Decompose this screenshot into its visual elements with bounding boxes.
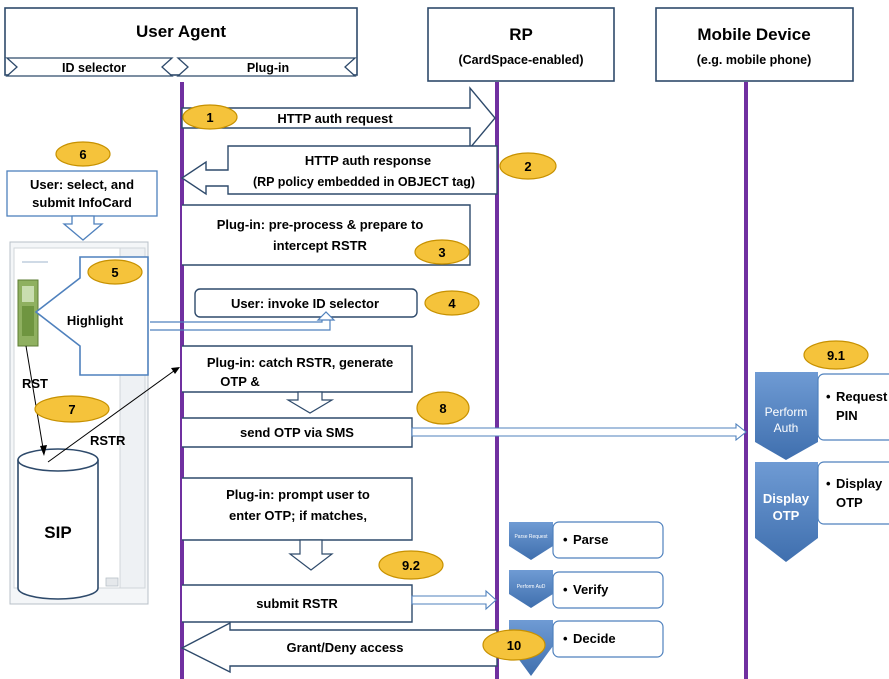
catch-rstr-line1: Plug-in: catch RSTR, generate xyxy=(207,355,393,370)
rstr-label: RSTR xyxy=(90,433,126,448)
rp-action-verify: • Verify xyxy=(552,571,664,609)
prompt-line1: Plug-in: prompt user to xyxy=(226,487,370,502)
sip-label: SIP xyxy=(44,523,71,542)
rst-arrow xyxy=(25,345,47,456)
svg-text:•: • xyxy=(826,389,831,404)
http-auth-request-label: HTTP auth request xyxy=(277,111,393,126)
catch-rstr-line2: OTP & xyxy=(220,374,260,389)
parse-tag: Parse Request xyxy=(514,534,548,540)
id-selector-tab xyxy=(5,57,174,77)
svg-text:•: • xyxy=(563,631,568,646)
rp-action-decide: • Decide xyxy=(552,620,664,658)
svg-text:9.1: 9.1 xyxy=(827,348,845,363)
step-badge-3: 3 xyxy=(414,239,470,265)
step-badge-1: 1 xyxy=(182,104,238,130)
mobile-subtitle: (e.g. mobile phone) xyxy=(697,53,812,67)
down-arrow-icon xyxy=(285,391,335,414)
http-auth-response-label: HTTP auth response xyxy=(305,153,431,168)
select-infocard-callout: User: select, and submit InfoCard xyxy=(6,170,158,241)
step-badge-9-1: 9.1 xyxy=(803,340,869,370)
svg-text:5: 5 xyxy=(111,265,118,280)
svg-text:•: • xyxy=(563,532,568,547)
plugin-label: Plug-in xyxy=(247,61,289,75)
prompt-line2: enter OTP; if matches, xyxy=(229,508,367,523)
svg-text:•: • xyxy=(826,476,831,491)
perform-label-1: Perform xyxy=(765,405,808,419)
step-badges: 1 2 3 4 5 6 7 8 xyxy=(34,104,869,661)
verify-label: Verify xyxy=(573,582,609,597)
mobile-device-header: Mobile Device (e.g. mobile phone) xyxy=(655,7,854,82)
prompt-otp-box: Plug-in: prompt user to enter OTP; if ma… xyxy=(182,477,413,571)
sms-arrow xyxy=(411,422,747,442)
select-infocard-line2: submit InfoCard xyxy=(32,195,132,210)
grant-deny-label: Grant/Deny access xyxy=(286,640,403,655)
step-badge-4: 4 xyxy=(424,290,480,316)
step-badge-2: 2 xyxy=(499,152,557,180)
svg-text:7: 7 xyxy=(68,402,75,417)
submit-to-rp-arrow xyxy=(411,589,497,611)
submit-rstr-box: submit RSTR xyxy=(182,584,413,623)
svg-text:1: 1 xyxy=(206,110,213,125)
svg-text:10: 10 xyxy=(507,638,521,653)
send-otp-label: send OTP via SMS xyxy=(240,425,354,440)
catch-rstr-box: Plug-in: catch RSTR, generate OTP & xyxy=(182,345,413,414)
id-selector-label: ID selector xyxy=(62,61,126,75)
select-infocard-line1: User: select, and xyxy=(30,177,134,192)
rp-subtitle: (CardSpace-enabled) xyxy=(458,53,583,67)
svg-text:6: 6 xyxy=(79,147,86,162)
sip-cylinder: SIP xyxy=(17,448,99,600)
highlight-arrow: Highlight xyxy=(34,256,149,376)
mobile-display-otp-box: • Display OTP xyxy=(817,461,889,525)
decide-label: Decide xyxy=(573,631,616,646)
http-auth-request-arrow: HTTP auth request xyxy=(181,86,496,150)
mobile-request-pin-box: • Request PIN xyxy=(817,373,889,441)
step-badge-6: 6 xyxy=(55,141,111,167)
invoke-selector-connector xyxy=(150,311,336,331)
highlight-label: Highlight xyxy=(67,313,124,328)
mobile-title: Mobile Device xyxy=(697,25,810,44)
display-otp-line1: Display xyxy=(836,476,883,491)
preprocess-box: Plug-in: pre-process & prepare to interc… xyxy=(182,204,471,266)
display-label-2: OTP xyxy=(773,508,800,523)
parse-label: Parse xyxy=(573,532,608,547)
preprocess-line1: Plug-in: pre-process & prepare to xyxy=(217,217,424,232)
svg-text:8: 8 xyxy=(439,401,446,416)
display-otp-line2: OTP xyxy=(836,495,863,510)
submit-rstr-label: submit RSTR xyxy=(256,596,338,611)
svg-text:9.2: 9.2 xyxy=(402,558,420,573)
plugin-tab xyxy=(176,57,357,77)
rstr-arrow xyxy=(47,367,180,463)
rp-action-parse: • Parse xyxy=(552,521,664,559)
step-badge-5: 5 xyxy=(87,259,143,285)
user-agent-header: User Agent ID selector Plug-in xyxy=(4,7,358,77)
preprocess-line2: intercept RSTR xyxy=(273,238,368,253)
svg-text:•: • xyxy=(563,582,568,597)
verify-tag: Perform AuD xyxy=(517,584,546,590)
http-auth-response-arrow: HTTP auth response (RP policy embedded i… xyxy=(180,145,498,196)
down-arrow-icon xyxy=(288,539,334,571)
svg-text:4: 4 xyxy=(448,296,456,311)
http-auth-response-sublabel: (RP policy embedded in OBJECT tag) xyxy=(253,175,475,189)
step-badge-10: 10 xyxy=(482,629,546,661)
mobile-action-chevrons: Perform Auth Display OTP xyxy=(755,372,818,562)
step-badge-7: 7 xyxy=(34,395,110,423)
rst-label: RST xyxy=(22,376,48,391)
invoke-selector-label: User: invoke ID selector xyxy=(231,296,379,311)
send-otp-box: send OTP via SMS xyxy=(182,417,413,448)
svg-text:3: 3 xyxy=(438,245,445,260)
invoke-selector-box: User: invoke ID selector xyxy=(194,288,418,318)
user-agent-title: User Agent xyxy=(136,22,226,41)
svg-text:2: 2 xyxy=(524,159,531,174)
request-pin-line1: Request xyxy=(836,389,888,404)
grant-deny-arrow: Grant/Deny access xyxy=(180,621,498,674)
rp-header: RP (CardSpace-enabled) xyxy=(427,7,615,82)
perform-label-2: Auth xyxy=(774,421,799,435)
request-pin-line2: PIN xyxy=(836,408,858,423)
step-badge-9-2: 9.2 xyxy=(378,550,444,580)
step-badge-8: 8 xyxy=(416,391,470,425)
display-label-1: Display xyxy=(763,491,810,506)
rp-title: RP xyxy=(509,25,533,44)
down-arrow-icon xyxy=(62,215,104,241)
